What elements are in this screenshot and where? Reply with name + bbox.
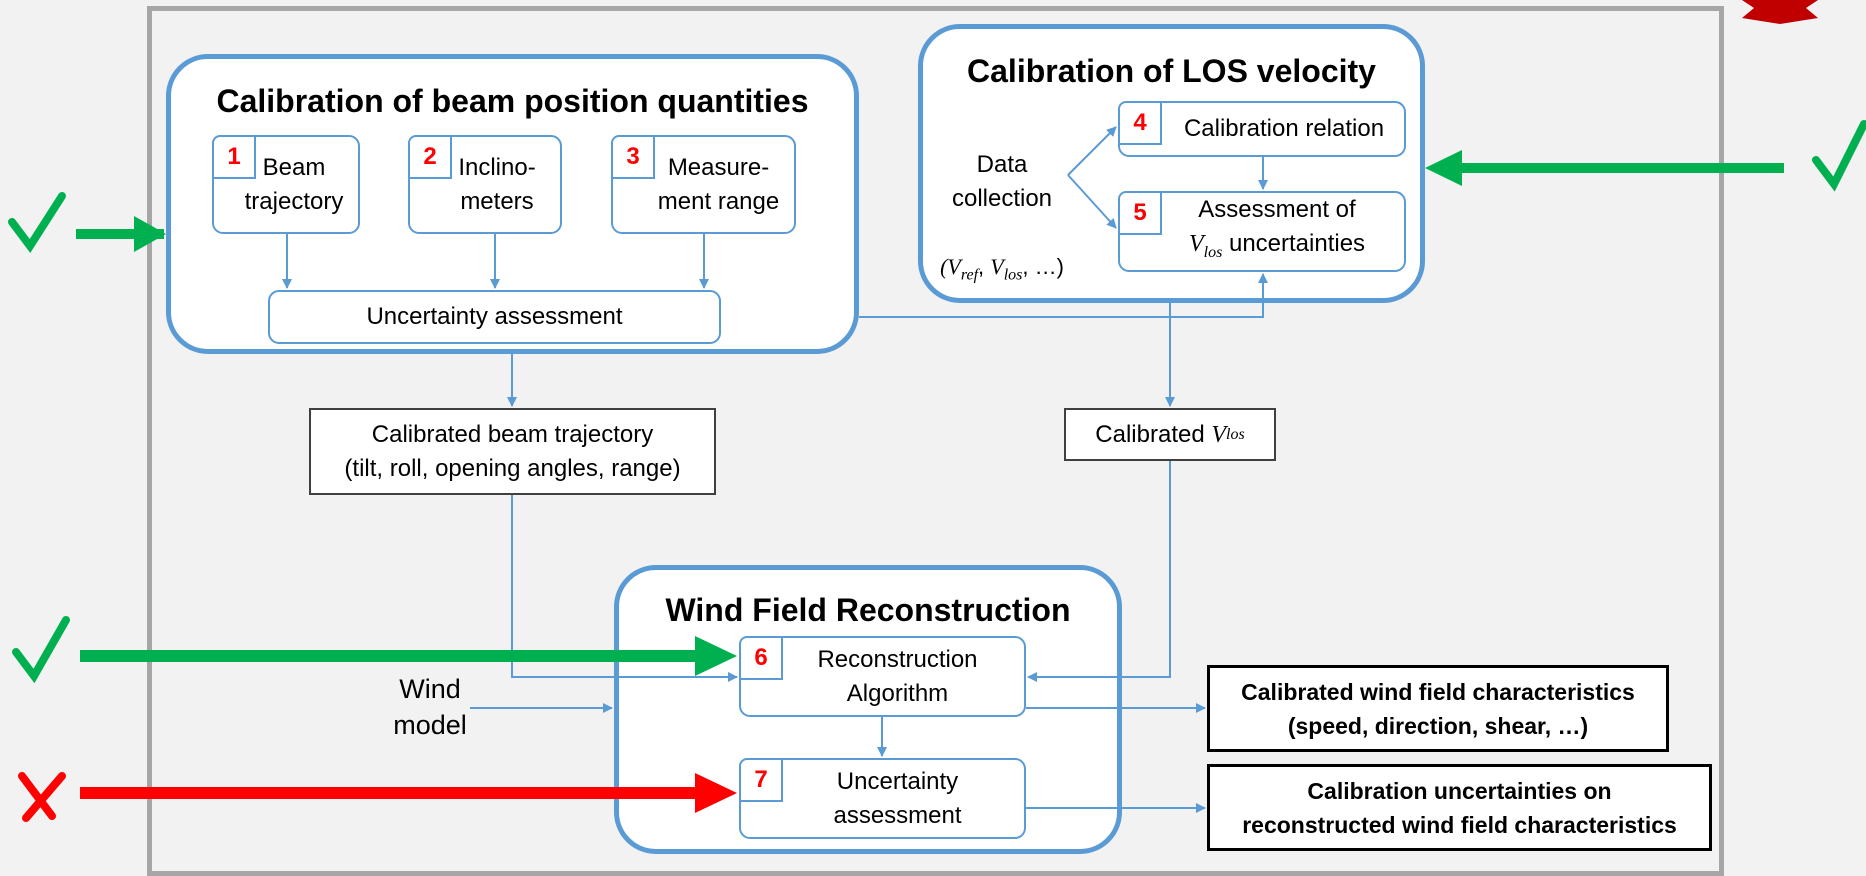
beam-group-title: Calibration of beam position quantities: [216, 83, 809, 119]
step-number-2: 2: [408, 135, 452, 179]
step-number-7: 7: [739, 758, 783, 802]
step-number-6: 6: [739, 636, 783, 680]
box-6-reconstruction-algorithm: 6 Reconstruction Algorithm: [739, 636, 1026, 717]
box-5-tail: uncertainties: [1222, 230, 1366, 258]
data-collection-vars: (Vref, Vlos, …): [940, 254, 1064, 284]
link-trajectory-to-box6: [511, 495, 738, 682]
box-5-label: Assessment of Vlos uncertainties: [1150, 196, 1404, 264]
box-4-label: Calibration relation: [1183, 115, 1385, 142]
box-3-label: Measure- ment range: [657, 153, 780, 215]
box-4-calibration-relation: 4 Calibration relation: [1118, 101, 1406, 157]
box-5-line1: Assessment of: [1198, 196, 1356, 224]
step-number-4: 4: [1118, 101, 1162, 145]
data-collection-label: Data collection: [951, 151, 1053, 212]
check-icon-box6: [12, 616, 70, 684]
output-calibration-uncertainties: Calibration uncertainties on reconstruct…: [1207, 764, 1712, 851]
check-icon-los: [1812, 120, 1866, 192]
calibrated-vlos-v: V: [1211, 421, 1227, 448]
box-5-line2: Vlos uncertainties: [1189, 227, 1365, 270]
v-los-sub: los: [1003, 266, 1023, 284]
status-arrow-los: [1425, 150, 1784, 186]
box-7-uncertainty-assessment: 7 Uncertainty assessment: [739, 758, 1026, 839]
status-arrow-beam: [76, 216, 166, 252]
logo-icon: [1742, 0, 1818, 24]
arrow-data-to-box4: [1067, 126, 1117, 176]
calibrated-beam-trajectory-box: Calibrated beam trajectory (tilt, roll, …: [309, 408, 716, 495]
wind-group-title: Wind Field Reconstruction: [665, 592, 1071, 628]
step-number-1: 1: [212, 135, 256, 179]
box-7-label: Uncertainty assessment: [833, 767, 962, 829]
calibrated-vlos-sub: los: [1226, 425, 1245, 443]
box-6-label: Reconstruction Algorithm: [817, 645, 978, 707]
box-5-v: V: [1188, 231, 1204, 258]
wind-model-label: Wind model: [393, 674, 467, 740]
check-icon-beam: [8, 192, 66, 254]
arrow-data-to-box5: [1067, 174, 1117, 229]
beam-uncertainty-assessment: Uncertainty assessment: [268, 290, 721, 344]
link-beam-to-box5: [859, 273, 1268, 318]
box-2-inclinometers: 2 Inclino- meters: [408, 135, 562, 234]
ellipsis: …: [1034, 254, 1057, 279]
cross-icon-box7: [18, 772, 66, 822]
box-5-vlos-uncertainties: 5 Assessment of Vlos uncertainties: [1118, 191, 1406, 272]
los-group-title: Calibration of LOS velocity: [967, 53, 1376, 89]
step-number-5: 5: [1118, 191, 1162, 235]
link-vlos-to-box6: [1027, 461, 1171, 682]
status-arrow-box6: [80, 636, 737, 676]
step-number-3: 3: [611, 135, 655, 179]
beam-uncertainty-label: Uncertainty assessment: [366, 303, 623, 330]
box-5-v-sub: los: [1203, 243, 1223, 261]
v-ref-sub: ref: [960, 266, 979, 284]
v-los-var: V: [990, 254, 1004, 279]
box-2-label: Inclino- meters: [458, 153, 536, 215]
status-arrow-box7: [80, 773, 737, 813]
box-3-measurement-range: 3 Measure- ment range: [611, 135, 796, 234]
paren-open: (V: [940, 254, 961, 279]
output-calibrated-wind-characteristics: Calibrated wind field characteristics (s…: [1207, 665, 1669, 752]
calibrated-vlos-prefix: Calibrated: [1095, 420, 1212, 448]
box-1-label: Beam trajectory: [244, 153, 344, 215]
box-1-beam-trajectory: 1 Beam trajectory: [212, 135, 360, 234]
